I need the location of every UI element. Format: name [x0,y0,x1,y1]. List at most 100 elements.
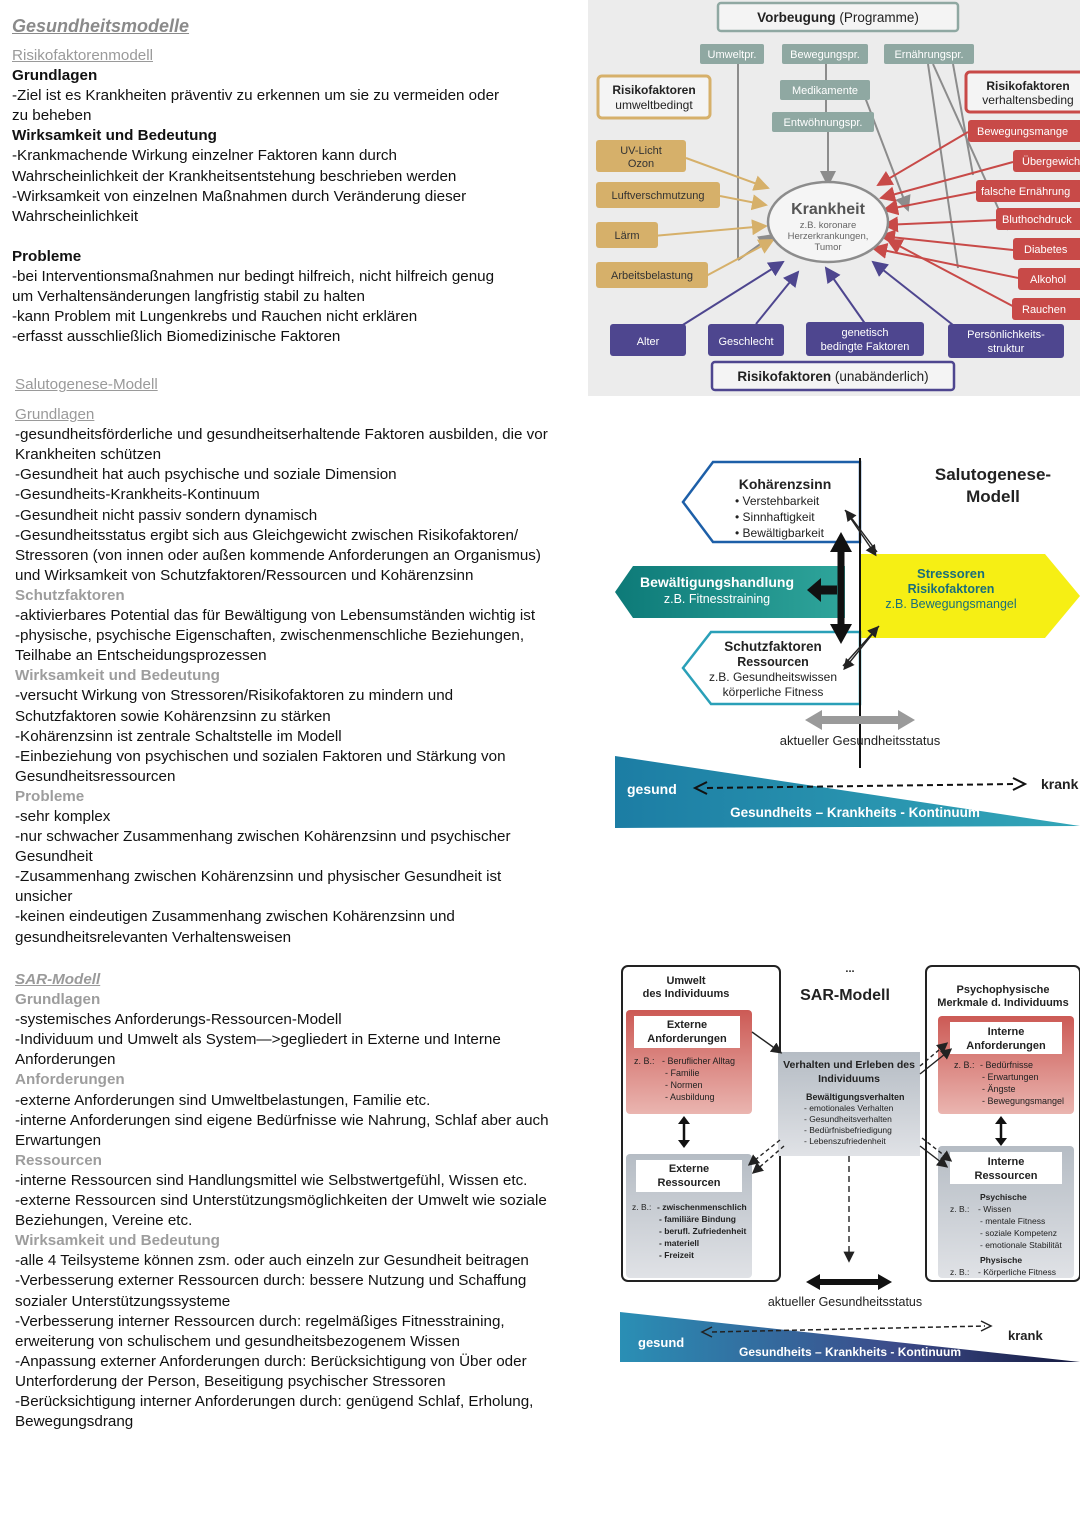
text-line: Gesundheit [15,848,93,866]
text-line: -Ziel ist es Krankheiten präventiv zu er… [12,87,500,105]
svg-text:Interne: Interne [988,1026,1025,1038]
salu-h-schutz: Schutzfaktoren [15,586,125,604]
svg-text:gesund: gesund [638,1335,684,1350]
svg-text:- zwischenmenschlich: - zwischenmenschlich [657,1202,747,1212]
svg-text:Bluthochdruck: Bluthochdruck [1002,214,1072,226]
sar-status-label: aktueller Gesundheitsstatus [768,1295,922,1309]
coherence-box [681,460,862,544]
svg-text:Bewältigungsverhalten: Bewältigungsverhalten [806,1092,905,1102]
risk-h-grundlagen: Grundlagen [12,67,98,85]
text-line: Bewegungsdrang [15,1413,134,1431]
svg-text:Luftverschmutzung: Luftverschmutzung [612,190,705,202]
text-line: -Berücksichtigung interner Anforderungen… [15,1392,534,1410]
svg-text:krank: krank [1041,776,1079,792]
prevention-title-box [716,1,960,33]
sar-p3: -interne Ressourcen sind Handlungsmittel… [15,1171,615,1231]
svg-text:Arbeitsbelastung: Arbeitsbelastung [611,270,693,282]
svg-text:Externe: Externe [667,1019,707,1031]
text-line: -Gesundheitsstatus ergibt sich aus Gleic… [15,526,519,544]
salu-diagram-title: Salutogenese- [935,465,1051,484]
disease-ellipse [766,180,890,264]
salu-p2: -aktivierbares Potential das für Bewälti… [15,606,615,666]
status-arrow [805,710,915,730]
sar-diagram-title: SAR-Modell [800,987,890,1004]
individual-frame [925,965,1080,1282]
text-line: -aktivierbares Potential das für Bewälti… [15,607,536,625]
svg-text:...: ... [845,963,854,975]
svg-text:Bewegungspr.: Bewegungspr. [790,49,860,61]
text-line: -Zusammenhang zwischen Kohärenzsinn und … [15,868,502,886]
text-line: -systemisches Anforderungs-Ressourcen-Mo… [15,1011,342,1029]
text-line: gesundheitsrelevanten Verhaltensweisen [15,928,292,946]
text-line: Teilhabe an Entscheidungsprozessen [15,647,267,665]
text-line: -versucht Wirkung von Stressoren/Risikof… [15,687,454,705]
svg-text:Persönlichkeits-: Persönlichkeits- [967,329,1045,341]
svg-text:z.B. Fitnesstraining: z.B. Fitnesstraining [664,592,770,606]
sar-p1: -systemisches Anforderungs-Ressourcen-Mo… [15,1010,615,1070]
salu-h-probleme: Probleme [15,787,85,805]
disease-title: Krankheit [791,201,865,218]
text-line: -Krankmachende Wirkung einzelner Faktore… [12,147,397,165]
text-line: -interne Ressourcen sind Handlungsmittel… [15,1171,528,1189]
svg-text:- mentale Fitness: - mentale Fitness [980,1216,1045,1226]
svg-text:verhaltensbeding: verhaltensbeding [982,93,1073,107]
sar-title: SAR-Modell [15,971,101,988]
svg-text:Bewältigungshandlung: Bewältigungshandlung [640,574,794,590]
svg-text:Individuums: Individuums [818,1073,880,1085]
text-line: Unterforderung der Person, Beseitigung p… [15,1372,446,1390]
svg-text:Verhalten und Erleben des: Verhalten und Erleben des [783,1059,915,1071]
svg-text:Anforderungen: Anforderungen [966,1040,1046,1052]
text-line: -bei Interventionsmaßnahmen nur bedingt … [12,267,495,285]
text-line: Anforderungen [15,1051,116,1069]
text-line: erweiterung von schulischem und gesundhe… [15,1332,460,1350]
salu-h-wirksamkeit: Wirksamkeit und Bedeutung [15,667,220,685]
text-line: -Einbeziehung von psychischen und sozial… [15,747,506,765]
text-line: -erfasst ausschließlich Biomedizinische … [12,328,341,346]
svg-text:Gesundheits – Krankheits - Kon: Gesundheits – Krankheits - Kontinuum [730,805,980,820]
svg-text:Ozon: Ozon [628,158,654,170]
svg-text:Medikamente: Medikamente [792,85,858,97]
text-line: -Anpassung externer Anforderungen durch:… [15,1352,527,1370]
fixed-risk-items: Alter Geschlecht genetisch bedingte Fakt… [610,322,1064,358]
text-line: und Wirksamkeit von Schutzfaktoren/Resso… [15,566,474,584]
svg-text:- Freizeit: - Freizeit [659,1250,694,1260]
svg-text:• Bewältigbarkeit: • Bewältigbarkeit [735,526,825,540]
svg-text:• Verstehbarkeit: • Verstehbarkeit [735,494,820,508]
main-title: Gesundheitsmodelle [12,16,190,36]
salu-p4: -sehr komplex-nur schwacher Zusammenhang… [15,807,615,948]
svg-text:gesund: gesund [627,781,677,797]
svg-text:- Bewegungsmangel: - Bewegungsmangel [982,1096,1064,1106]
svg-text:Externe: Externe [669,1163,709,1175]
text-line: -keinen eindeutigen Zusammenhang zwische… [15,908,455,926]
svg-text:Modell: Modell [966,487,1020,506]
svg-text:Psychische: Psychische [980,1192,1027,1202]
salu-p1: -gesundheitsförderliche und gesundheitse… [15,425,615,586]
sar-diagram: ... Umwelt des Individuums Psychophysisc… [620,960,1080,1362]
svg-text:Alkohol: Alkohol [1030,274,1066,286]
text-line: -externe Ressourcen sind Unterstützungsm… [15,1192,547,1210]
sar-continuum [620,1312,1080,1362]
text-line: -Gesundheit nicht passiv sondern dynamis… [15,506,318,524]
sar-p2: -externe Anforderungen sind Umweltbelast… [15,1091,615,1151]
svg-text:Bewegungsmange: Bewegungsmange [977,126,1068,138]
text-line: Gesundheitsressourcen [15,767,176,785]
salutogenesis-diagram: Salutogenese- Modell Kohärenzsinn • Vers… [615,448,1080,828]
sar-h-ressourcen: Ressourcen [15,1151,102,1169]
text-line: Wahrscheinlichkeit [12,207,139,225]
svg-text:- Gesundheitsverhalten: - Gesundheitsverhalten [804,1114,892,1124]
svg-text:z. B.:: z. B.: [950,1267,969,1277]
prevention-title: Vorbeugung (Programme) [757,10,919,25]
svg-text:Interne: Interne [988,1156,1025,1168]
behav-risk-head [964,70,1080,114]
svg-text:- Wissen: - Wissen [978,1204,1011,1214]
svg-text:Stressoren: Stressoren [917,566,985,581]
text-line: Wahrscheinlichkeit der Krankheitsentsteh… [12,167,457,185]
svg-text:Umweltpr.: Umweltpr. [708,49,757,61]
svg-text:- Beruflicher Alltag: - Beruflicher Alltag [662,1056,735,1066]
text-line: -Individuum und Umwelt als System—>gegli… [15,1031,501,1049]
salu-status-label: aktueller Gesundheitsstatus [780,733,941,748]
text-line: zu beheben [12,107,92,125]
svg-text:UV-Licht: UV-Licht [620,145,662,157]
svg-text:- Normen: - Normen [665,1080,703,1090]
svg-text:krank: krank [1008,1328,1043,1343]
